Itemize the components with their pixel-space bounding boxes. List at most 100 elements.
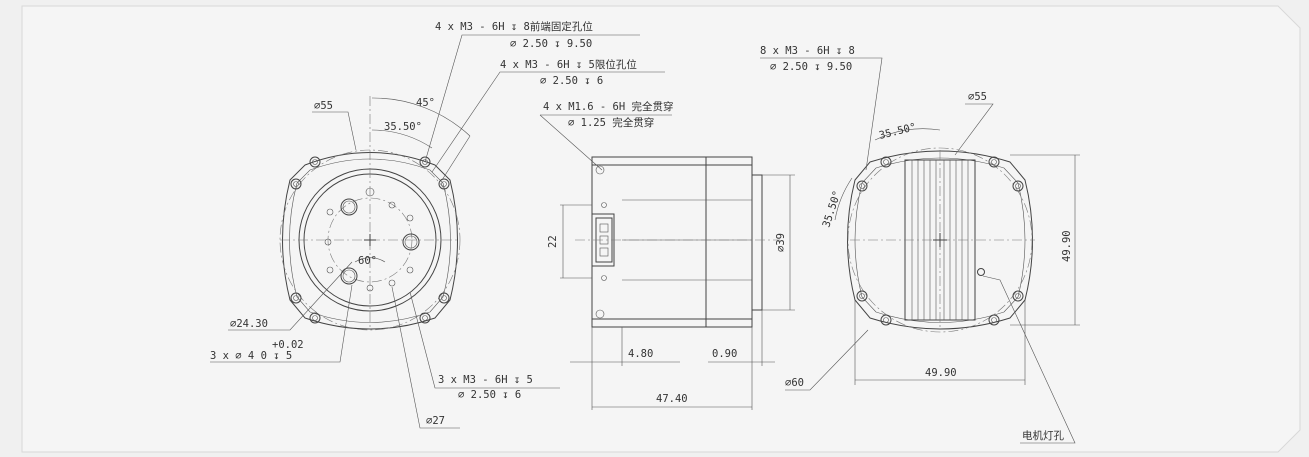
front-view: 4 x M3 - 6H ↧ 8前端固定孔位 ∅ 2.50 ↧ 9.50 4 x … bbox=[210, 20, 665, 429]
rear-mount-hole-8-inner bbox=[991, 317, 997, 323]
front-leader-1 bbox=[424, 34, 640, 163]
front-3x-label: 3 x ∅ 4 0 ↧ 5 bbox=[210, 350, 292, 362]
rear-mount-hole-6-inner bbox=[883, 317, 889, 323]
rear-mount-hole-5 bbox=[856, 290, 868, 302]
front-mount-hole-bl2-inner bbox=[312, 315, 318, 321]
rear-mount-hole-4-inner bbox=[1015, 183, 1021, 189]
rear-leader-light bbox=[982, 275, 1076, 444]
front-bottom-text2: ∅ 2.50 ↧ 6 bbox=[458, 389, 521, 401]
front-dia55-label: ∅55 bbox=[314, 100, 333, 112]
front-large-hole-1-inner bbox=[342, 200, 356, 214]
angle-45-label: 45° bbox=[416, 97, 435, 109]
front-mount-hole-tr2 bbox=[438, 178, 450, 190]
sheet-border bbox=[21, 5, 1301, 453]
rear-leader-top bbox=[760, 57, 883, 171]
front-angle-35-arc bbox=[371, 129, 433, 149]
front-leader-2 bbox=[431, 71, 665, 173]
front-mount-hole-tr1 bbox=[419, 156, 431, 168]
front-top1-text2: ∅ 2.50 ↧ 9.50 bbox=[510, 38, 592, 50]
front-small-hole-1 bbox=[365, 187, 375, 197]
front-dia27-label: ∅27 bbox=[426, 415, 445, 427]
rear-leader-dia60 bbox=[785, 329, 869, 391]
front-mount-hole-tr1-inner bbox=[422, 159, 428, 165]
front-flange-inner bbox=[289, 158, 451, 323]
rear-leader-dia55 bbox=[954, 103, 994, 156]
front-dia24-label: ∅24.30 bbox=[230, 318, 268, 330]
rear-mount-hole-2 bbox=[856, 180, 868, 192]
rear-mount-hole-7 bbox=[1012, 290, 1024, 302]
side-screw-bottom bbox=[601, 275, 607, 281]
front-mount-hole-tl2 bbox=[290, 178, 302, 190]
rear-top-text2: ∅ 2.50 ↧ 9.50 bbox=[770, 61, 852, 73]
front-mount-hole-tr2-inner bbox=[441, 181, 447, 187]
front-small-hole-5 bbox=[388, 279, 396, 287]
rear-angle-arc-top bbox=[874, 128, 941, 141]
rear-mount-hole-5-inner bbox=[859, 293, 865, 299]
front-mount-hole-bl1-inner bbox=[293, 295, 299, 301]
front-small-hole-6 bbox=[366, 284, 374, 292]
rear-dia55-label: ∅55 bbox=[968, 91, 987, 103]
front-small-hole-4 bbox=[406, 266, 414, 274]
rear-mount-hole-8 bbox=[988, 314, 1000, 326]
rear-mount-hole-7-inner bbox=[1015, 293, 1021, 299]
side-connector-pin-1 bbox=[599, 223, 609, 233]
side-dim-0-90-label: 0.90 bbox=[712, 348, 737, 360]
front-small-hole-9 bbox=[326, 208, 334, 216]
rear-angle-arc-left bbox=[834, 177, 853, 221]
angle-35-front-label: 35.50° bbox=[384, 121, 422, 133]
front-top2-text2: ∅ 2.50 ↧ 6 bbox=[540, 75, 603, 87]
front-small-hole-7 bbox=[324, 238, 332, 246]
rear-dim-v-label: 49.90 bbox=[1061, 230, 1073, 262]
front-mount-hole-br1 bbox=[438, 292, 450, 304]
side-top-text1: 4 x M1.6 - 6H 完全贯穿 bbox=[543, 100, 674, 113]
front-mount-hole-tl2-inner bbox=[293, 181, 299, 187]
side-dim39-label: ∅39 bbox=[775, 233, 787, 252]
front-mount-hole-br2-inner bbox=[422, 315, 428, 321]
rear-top-text1: 8 x M3 - 6H ↧ 8 bbox=[760, 45, 855, 57]
side-connector-pin-3 bbox=[599, 247, 609, 257]
rear-mount-hole-3 bbox=[988, 156, 1000, 168]
rear-mount-hole-6 bbox=[880, 314, 892, 326]
rear-motor-light-label: 电机灯孔 bbox=[1022, 429, 1064, 442]
angle-60-label: 60° bbox=[358, 255, 377, 267]
front-bottom-text1: 3 x M3 - 6H ↧ 5 bbox=[438, 374, 533, 386]
front-mount-hole-bl2 bbox=[309, 312, 321, 324]
front-leader-dia27 bbox=[391, 286, 460, 429]
front-large-hole-3-inner bbox=[342, 269, 356, 283]
front-mount-hole-bl1 bbox=[290, 292, 302, 304]
front-leader-m3-bottom bbox=[409, 291, 560, 389]
rear-mount-hole-3-inner bbox=[991, 159, 997, 165]
side-leader-line bbox=[539, 114, 603, 171]
front-large-hole-2-inner bbox=[404, 235, 418, 249]
side-corner-hole-bottom bbox=[595, 309, 605, 319]
front-flange-outline bbox=[282, 152, 458, 330]
front-mount-hole-tl1 bbox=[309, 156, 321, 168]
side-dim-4-80-label: 4.80 bbox=[628, 348, 653, 360]
side-corner-hole-top bbox=[595, 165, 605, 175]
rear-mount-hole-1 bbox=[880, 156, 892, 168]
side-view: 22 ∅39 4.80 0.90 47.40 4 x M1.6 - 6H 完全贯… bbox=[539, 100, 795, 410]
front-top1-text1: 4 x M3 - 6H ↧ 8前端固定孔位 bbox=[435, 20, 593, 33]
rear-view: 49.90 49.90 8 x M3 - 6H ↧ 8 ∅ 2.50 ↧ 9.5… bbox=[760, 45, 1080, 444]
front-mount-hole-br1-inner bbox=[441, 295, 447, 301]
front-mount-hole-tl1-inner bbox=[312, 159, 318, 165]
front-small-hole-8 bbox=[326, 266, 334, 274]
rear-dia60-label: ∅60 bbox=[785, 377, 804, 389]
front-angle-60-arc bbox=[354, 257, 386, 263]
front-large-hole-2 bbox=[402, 233, 420, 251]
front-mount-hole-br2 bbox=[419, 312, 431, 324]
rear-mount-hole-1-inner bbox=[883, 159, 889, 165]
front-large-hole-1 bbox=[340, 198, 358, 216]
front-leader-3 bbox=[441, 135, 471, 181]
rear-dim-h-label: 49.90 bbox=[925, 367, 957, 379]
front-top2-text1: 4 x M3 - 6H ↧ 5限位孔位 bbox=[500, 58, 637, 71]
front-tol-label: +0.02 bbox=[272, 339, 304, 351]
front-large-hole-3 bbox=[340, 267, 358, 285]
rear-mount-hole-4 bbox=[1012, 180, 1024, 192]
front-leader-dia24 bbox=[228, 261, 353, 331]
front-small-hole-3 bbox=[406, 214, 414, 222]
front-leader-3x bbox=[210, 284, 353, 363]
side-dim-47-40-label: 47.40 bbox=[656, 393, 688, 405]
